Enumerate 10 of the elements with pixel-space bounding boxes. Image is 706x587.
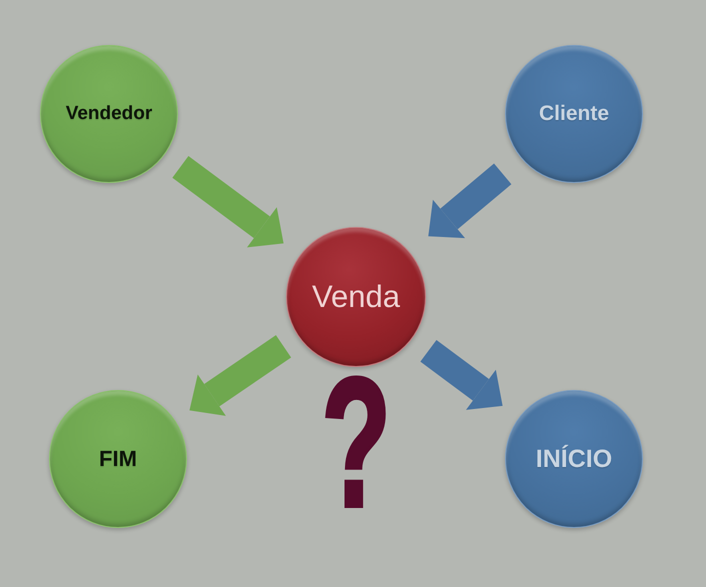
node-label: Cliente — [538, 102, 609, 126]
node-label: Venda — [312, 279, 400, 315]
block-arrow — [428, 164, 512, 238]
node-label: INÍCIO — [536, 444, 612, 474]
node-label: FIM — [99, 446, 137, 472]
node-label: Vendedor — [66, 103, 152, 125]
block-arrow — [420, 340, 503, 410]
block-arrow — [172, 156, 284, 248]
block-arrow — [189, 335, 292, 416]
question-mark: ? — [321, 366, 391, 518]
